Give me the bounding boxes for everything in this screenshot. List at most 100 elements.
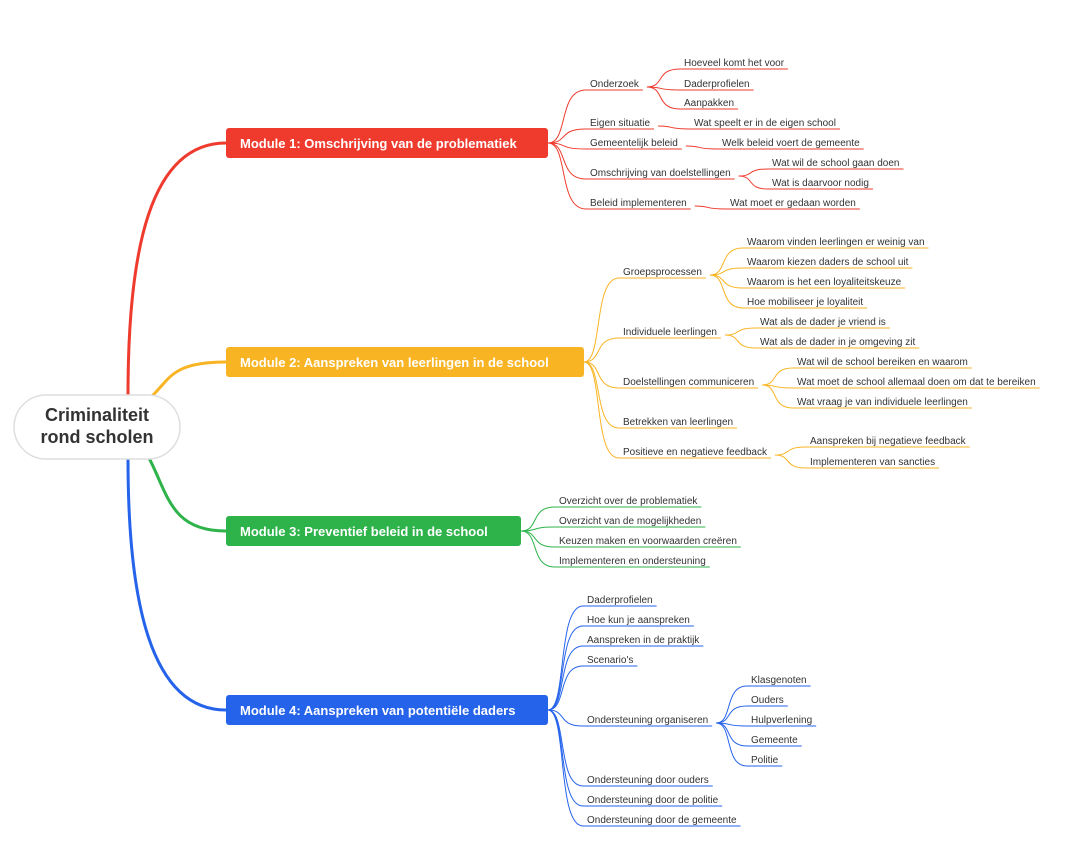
module-4-topic-daderprofielen-label: Daderprofielen [587, 595, 653, 606]
module-2-topic-individuele-leerlingen-leaf-wat-als-de-dader-in-je-omgeving-zit[interactable]: Wat als de dader in je omgeving zit [756, 337, 920, 349]
module-1-topic-omschrijving-van-doelstellingen-leaf-wat-wil-de-school-gaan-doen[interactable]: Wat wil de school gaan doen [768, 158, 904, 170]
module-2-topic-positieve-en-negatieve-feedback-label: Positieve en negatieve feedback [623, 447, 768, 458]
module-2-topic-groepsprocessen-leaf-hoe-mobiliseer-je-loyaliteit[interactable]: Hoe mobiliseer je loyaliteit [743, 297, 868, 309]
module-1-topic-gemeentelijk-beleid-leaf-welk-beleid-voert-de-gemeente[interactable]: Welk beleid voert de gemeente [718, 138, 864, 150]
module-2-topic-groepsprocessen-leaf-hoe-mobiliseer-je-loyaliteit-label: Hoe mobiliseer je loyaliteit [747, 297, 863, 308]
module-2-topic-groepsprocessen-leaf-waarom-vinden-leerlingen-er-weinig-van[interactable]: Waarom vinden leerlingen er weinig van [743, 237, 929, 249]
module-2-topic-doelstellingen-communiceren-label: Doelstellingen communiceren [623, 377, 754, 388]
module-2-topic-groepsprocessen-leaf-waarom-vinden-leerlingen-er-weinig-van-label: Waarom vinden leerlingen er weinig van [747, 237, 925, 248]
module-2-topic-individuele-leerlingen-leaf-wat-als-de-dader-je-vriend-is[interactable]: Wat als de dader je vriend is [756, 317, 890, 329]
module-2-topic-groepsprocessen-label: Groepsprocessen [623, 267, 702, 278]
module-4-topic-ondersteuning-organiseren-leaf-politie[interactable]: Politie [747, 755, 783, 767]
module-2-topic-positieve-en-negatieve-feedback[interactable]: Positieve en negatieve feedback [619, 447, 771, 459]
module-4-topic-scenario-s[interactable]: Scenario's [583, 655, 638, 667]
module-1-topic-gemeentelijk-beleid[interactable]: Gemeentelijk beleid [586, 138, 682, 150]
module-4-topic-ondersteuning-organiseren-leaf-ouders[interactable]: Ouders [747, 695, 788, 707]
module-1-topic-omschrijving-van-doelstellingen-connector [547, 142, 587, 180]
module-2-node[interactable]: Module 2: Aanspreken van leerlingen in d… [226, 347, 584, 377]
module-1-topic-beleid-implementeren-leaf-wat-moet-er-gedaan-worden[interactable]: Wat moet er gedaan worden [726, 198, 860, 210]
module-3-topic-keuzen-maken-en-voorwaarden-cre-ren[interactable]: Keuzen maken en voorwaarden creëren [555, 536, 741, 548]
module-4-topic-ondersteuning-organiseren-leaf-politie-connector [716, 722, 748, 767]
module-3-node-box [226, 516, 521, 546]
module-4-topic-ondersteuning-organiseren-leaf-hulpverlening-label: Hulpverlening [751, 715, 812, 726]
module-3-topic-overzicht-over-de-problematiek[interactable]: Overzicht over de problematiek [555, 496, 702, 508]
module-2-topic-individuele-leerlingen-leaf-wat-als-de-dader-je-vriend-is-connector [724, 327, 757, 336]
module-3-topic-keuzen-maken-en-voorwaarden-cre-ren-connector [520, 530, 556, 548]
module-1-topic-eigen-situatie-leaf-wat-speelt-er-in-de-eigen-school[interactable]: Wat speelt er in de eigen school [690, 118, 840, 130]
module-2-topic-doelstellingen-communiceren-leaf-wat-wil-de-school-bereiken-en-waarom[interactable]: Wat wil de school bereiken en waarom [793, 357, 972, 369]
module-2-topic-groepsprocessen-leaf-hoe-mobiliseer-je-loyaliteit-connector [709, 274, 744, 309]
module-1-topic-onderzoek-leaf-daderprofielen[interactable]: Daderprofielen [680, 79, 754, 91]
module-2-topic-betrekken-van-leerlingen[interactable]: Betrekken van leerlingen [619, 417, 738, 429]
module-2-topic-groepsprocessen-leaf-waarom-is-het-een-loyaliteitskeuze-connector [709, 274, 744, 289]
module-4-topic-ondersteuning-door-de-politie[interactable]: Ondersteuning door de politie [583, 795, 723, 807]
module-1-topic-omschrijving-van-doelstellingen-leaf-wat-is-daarvoor-nodig-label: Wat is daarvoor nodig [772, 178, 869, 189]
module-1-topic-beleid-implementeren[interactable]: Beleid implementeren [586, 198, 691, 210]
root-title-line-2: rond scholen [40, 427, 153, 447]
module-1-branch-line [126, 141, 228, 397]
module-4-topic-ondersteuning-organiseren-leaf-gemeente[interactable]: Gemeente [747, 735, 802, 747]
module-3-topic-keuzen-maken-en-voorwaarden-cre-ren-label: Keuzen maken en voorwaarden creëren [559, 536, 737, 547]
module-2-topic-doelstellingen-communiceren-leaf-wat-wil-de-school-bereiken-en-waarom-label: Wat wil de school bereiken en waarom [797, 357, 968, 368]
module-2-topic-doelstellingen-communiceren-leaf-wat-moet-de-school-allemaal-doen-om-dat-te-bereiken[interactable]: Wat moet de school allemaal doen om dat … [793, 377, 1040, 389]
module-4-topic-scenario-s-connector [547, 665, 584, 711]
module-2-label: Module 2: Aanspreken van leerlingen in d… [240, 355, 549, 370]
module-2-topic-individuele-leerlingen-leaf-wat-als-de-dader-je-vriend-is-label: Wat als de dader je vriend is [760, 317, 886, 328]
module-4-topic-ondersteuning-door-ouders-label: Ondersteuning door ouders [587, 775, 709, 786]
module-1-topic-onderzoek-leaf-hoeveel-komt-het-voor-connector [646, 68, 681, 88]
module-1-topic-onderzoek-leaf-hoeveel-komt-het-voor[interactable]: Hoeveel komt het voor [680, 58, 789, 70]
module-1-topic-omschrijving-van-doelstellingen-leaf-wat-is-daarvoor-nodig[interactable]: Wat is daarvoor nodig [768, 178, 873, 190]
module-4-topic-ondersteuning-organiseren-leaf-klasgenoten-label: Klasgenoten [751, 675, 807, 686]
module-4-topic-ondersteuning-organiseren-leaf-hulpverlening[interactable]: Hulpverlening [747, 715, 817, 727]
root-node[interactable]: Criminaliteit rond scholen [13, 394, 181, 460]
module-2-topic-positieve-en-negatieve-feedback-leaf-aanspreken-bij-negatieve-feedback-label: Aanspreken bij negatieve feedback [810, 436, 967, 447]
module-3-topic-overzicht-van-de-mogelijkheden[interactable]: Overzicht van de mogelijkheden [555, 516, 706, 528]
module-2-topic-groepsprocessen[interactable]: Groepsprocessen [619, 267, 706, 279]
module-2-topic-individuele-leerlingen[interactable]: Individuele leerlingen [619, 327, 721, 339]
module-1-label: Module 1: Omschrijving van de problemati… [240, 136, 517, 151]
module-2-topic-positieve-en-negatieve-feedback-leaf-aanspreken-bij-negatieve-feedback[interactable]: Aanspreken bij negatieve feedback [806, 436, 970, 448]
module-1-topic-onderzoek-leaf-aanpakken-label: Aanpakken [684, 98, 734, 109]
module-4-topic-ondersteuning-door-de-gemeente-label: Ondersteuning door de gemeente [587, 815, 737, 826]
module-4-topic-aanspreken-in-de-praktijk[interactable]: Aanspreken in de praktijk [583, 635, 704, 647]
module-4-topic-daderprofielen[interactable]: Daderprofielen [583, 595, 657, 607]
module-3-topic-overzicht-van-de-mogelijkheden-label: Overzicht van de mogelijkheden [559, 516, 701, 527]
module-1-topic-onderzoek[interactable]: Onderzoek [586, 79, 643, 91]
module-4-node[interactable]: Module 4: Aanspreken van potentiële dade… [226, 695, 548, 725]
module-4-topic-daderprofielen-connector [547, 605, 584, 711]
module-1-topic-onderzoek-leaf-aanpakken[interactable]: Aanpakken [680, 98, 739, 110]
module-1-topic-omschrijving-van-doelstellingen[interactable]: Omschrijving van doelstellingen [586, 168, 735, 180]
module-2-topic-groepsprocessen-leaf-waarom-kiezen-daders-de-school-uit-label: Waarom kiezen daders de school uit [747, 257, 909, 268]
module-2-topic-positieve-en-negatieve-feedback-leaf-implementeren-van-sancties-label: Implementeren van sancties [810, 457, 935, 468]
module-1-topic-omschrijving-van-doelstellingen-leaf-wat-is-daarvoor-nodig-connector [738, 175, 769, 190]
module-4-topic-ondersteuning-organiseren-leaf-ouders-label: Ouders [751, 695, 784, 706]
module-4-topic-hoe-kun-je-aanspreken[interactable]: Hoe kun je aanspreken [583, 615, 694, 627]
module-1-topic-gemeentelijk-beleid-label: Gemeentelijk beleid [590, 138, 678, 149]
module-4-topic-hoe-kun-je-aanspreken-connector [547, 625, 584, 711]
module-3-label: Module 3: Preventief beleid in de school [240, 524, 488, 539]
module-2-topic-groepsprocessen-leaf-waarom-vinden-leerlingen-er-weinig-van-connector [709, 247, 744, 276]
module-4-topic-ondersteuning-organiseren-label: Ondersteuning organiseren [587, 715, 708, 726]
module-3-topic-implementeren-en-ondersteuning-connector [520, 530, 556, 568]
module-1-topic-eigen-situatie[interactable]: Eigen situatie [586, 118, 655, 130]
module-4-topic-ondersteuning-organiseren-leaf-klasgenoten[interactable]: Klasgenoten [747, 675, 811, 687]
module-4-topic-ondersteuning-door-de-gemeente[interactable]: Ondersteuning door de gemeente [583, 815, 741, 827]
module-4-topic-ondersteuning-organiseren[interactable]: Ondersteuning organiseren [583, 715, 713, 727]
module-1-node-box [226, 128, 548, 158]
module-2-topic-doelstellingen-communiceren[interactable]: Doelstellingen communiceren [619, 377, 759, 389]
connector-lines [126, 68, 807, 827]
module-3-node[interactable]: Module 3: Preventief beleid in de school [226, 516, 521, 546]
module-1-topic-onderzoek-leaf-daderprofielen-label: Daderprofielen [684, 79, 750, 90]
module-1-topic-beleid-implementeren-leaf-wat-moet-er-gedaan-worden-label: Wat moet er gedaan worden [730, 198, 856, 209]
module-1-topic-gemeentelijk-beleid-leaf-welk-beleid-voert-de-gemeente-connector [685, 145, 719, 150]
module-2-topic-doelstellingen-communiceren-leaf-wat-vraag-je-van-individuele-leerlingen-connector [762, 384, 794, 409]
module-4-topic-ondersteuning-door-ouders[interactable]: Ondersteuning door ouders [583, 775, 713, 787]
module-2-topic-groepsprocessen-leaf-waarom-kiezen-daders-de-school-uit[interactable]: Waarom kiezen daders de school uit [743, 257, 913, 269]
module-2-topic-doelstellingen-communiceren-connector [583, 361, 620, 389]
module-1-node[interactable]: Module 1: Omschrijving van de problemati… [226, 128, 548, 158]
module-2-topic-doelstellingen-communiceren-leaf-wat-moet-de-school-allemaal-doen-om-dat-te-bereiken-label: Wat moet de school allemaal doen om dat … [797, 377, 1036, 388]
module-2-topic-groepsprocessen-leaf-waarom-is-het-een-loyaliteitskeuze[interactable]: Waarom is het een loyaliteitskeuze [743, 277, 906, 289]
module-2-topic-positieve-en-negatieve-feedback-leaf-implementeren-van-sancties[interactable]: Implementeren van sancties [806, 457, 940, 469]
module-2-topic-doelstellingen-communiceren-leaf-wat-vraag-je-van-individuele-leerlingen[interactable]: Wat vraag je van individuele leerlingen [793, 397, 972, 409]
module-3-topic-implementeren-en-ondersteuning[interactable]: Implementeren en ondersteuning [555, 556, 710, 568]
